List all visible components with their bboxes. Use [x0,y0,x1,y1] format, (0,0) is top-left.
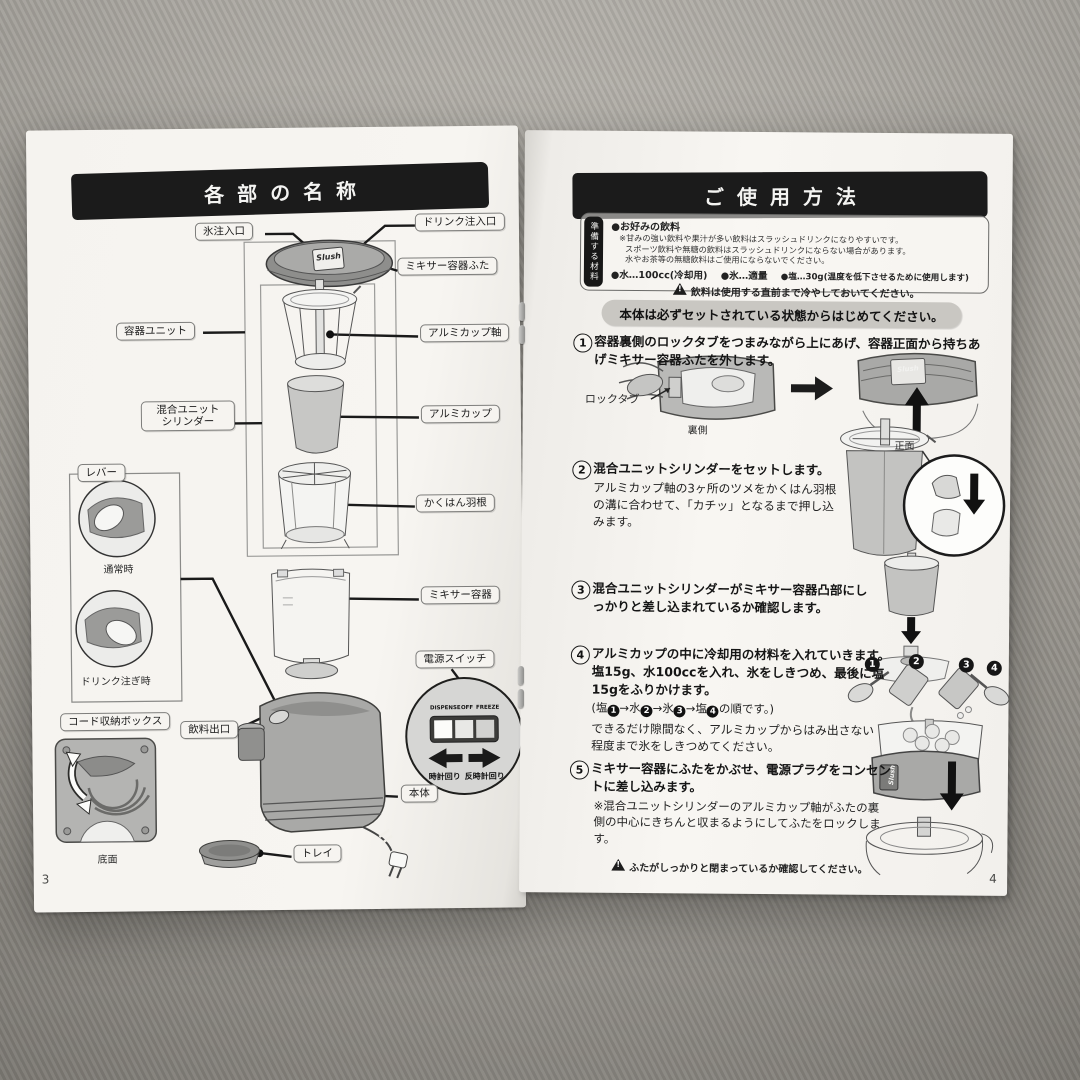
figure-mark-2: 2 [908,654,924,670]
materials-note3: 水やお茶等の無糖飲料はご使用にならないでください。 [624,253,830,266]
staple-bottom-leg2 [518,689,524,708]
label-power-switch: 電源スイッチ [415,649,495,669]
step5-warning: ! ふたがしっかりと閉まっているか確認してください。 [611,859,891,876]
warning-triangle-icon: ! [611,859,625,871]
materials-items: ●水…100cc(冷却用) ●氷…適量 ●塩…30g(温度を低下させるために使用… [611,266,982,283]
label-tray: トレイ [293,844,342,863]
label-alumi-cup-shaft: アルミカップ軸 [419,323,510,343]
left-page-number: 3 [41,872,50,887]
step1-lid-logo: Slush [896,364,919,374]
label-alumi-cup: アルミカップ [420,404,500,424]
step5-warning-text: ふたがしっかりと閉まっているか確認してください。 [629,862,868,876]
order-mark-4: 4 [706,705,719,718]
materials-sidebar: 準備する材料 [583,216,604,287]
switch-ccw-label: 反時計回り [464,771,505,782]
plug-art [362,826,408,879]
label-stirring-blade: かくはん羽根 [415,493,495,513]
caption-normal: 通常時 [103,564,134,576]
blade-art [278,462,352,550]
figure-mark-3: 3 [958,657,974,673]
label-mixing-unit-line2: シリンダー [161,415,215,429]
label-mixer-lid: ミキサー容器ふた [397,256,498,276]
step1-number: 1 [573,333,593,353]
materials-box: 準備する材料 ●お好みの飲料 ※甘みの強い飲料や果汁が多い飲料はスラッシュドリン… [579,212,990,300]
step2-number: 2 [572,460,592,480]
body-art [237,692,386,833]
materials-body: ●お好みの飲料 ※甘みの強い飲料や果汁が多い飲料はスラッシュドリンクになりやすい… [611,218,983,300]
step1-locktab-label: ロックタブ [584,392,640,407]
step4-note: できるだけ隙間なく、アルミカップからはみ出さない程度まで氷をしきつめてください。 [591,721,875,754]
shaft-art [282,278,362,371]
step2-title: 混合ユニットシリンダーをセットします。 [593,460,830,478]
step1-back-caption: 裏側 [687,425,708,437]
label-mixing-unit-cylinder: 混合ユニット シリンダー [140,400,236,432]
step1-front-caption: 正面 [894,441,915,453]
caption-bottom-face: 底面 [97,854,118,866]
right-page-number: 4 [989,871,997,886]
label-container-unit: 容器ユニット [115,321,196,341]
label-cord-box: コード収納ボックス [60,712,171,732]
open-booklet: 各部の名称 氷注入口 ドリンク注入口 ミキサー容器ふた 容器ユニット アルミカッ… [25,125,1013,916]
label-drink-inlet: ドリンク注入口 [414,212,505,232]
label-main-body: 本体 [400,784,438,803]
page-parts-names: 各部の名称 氷注入口 ドリンク注入口 ミキサー容器ふた 容器ユニット アルミカッ… [25,125,527,913]
step3-art [872,552,950,683]
label-mixing-unit-line1: 混合ユニット [156,403,220,417]
switch-cw-label: 時計回り [428,772,461,782]
staple-bottom-leg1 [518,666,524,685]
switch-dispense-label: DISPENSE [429,705,461,712]
step2-body: アルミカップ軸の3ヶ所のツメをかくはん羽根の溝に合わせて、「カチッ」となるまで押… [592,480,837,529]
staple-top-leg1 [519,302,525,321]
step1-art [618,352,979,440]
figure-mark-1: 1 [864,656,880,672]
switch-detail-art [405,677,524,796]
step3-number: 3 [571,580,591,600]
step5-title: ミキサー容器にふたをかぶせ、電源プラグをコンセントに差し込みます。 [590,760,892,795]
step5-number: 5 [569,760,590,780]
label-ice-inlet: 氷注入口 [194,222,254,241]
materials-item-water: ●水…100cc(冷却用) [610,269,708,282]
label-lever: レバー [77,463,126,483]
step4-title: アルミカップの中に冷却用の材料を入れていきます。塩15g、水100ccを入れ、氷… [591,645,891,698]
usage-illustrations [618,352,1010,876]
lid-art [265,239,394,288]
step1-text: 容器裏側のロックタブをつまみながら上にあげ、容器正面から持ちあげミキサー容器ふた… [594,333,981,368]
materials-warning: ! 飲料は使用する直前まで冷やしておいてください。 [611,282,982,300]
staple-top-leg2 [519,325,525,344]
order-mark-3: 3 [673,705,686,718]
materials-item-ice: ●氷…適量 [720,270,768,282]
step3-text: 混合ユニットシリンダーがミキサー容器凸部にしっかりと差し込まれているか確認します… [592,580,868,616]
exploded-diagram [54,224,524,879]
step4-number: 4 [570,645,590,665]
figure-mark-4: 4 [986,660,1002,676]
warning-triangle-icon: ! [673,283,687,295]
tray-art [198,840,260,869]
container-art [271,568,351,680]
order-mark-2: 2 [640,705,653,718]
materials-warning-text: 飲料は使用する直前まで冷やしておいてください。 [690,286,920,300]
switch-off-label: OFF [460,704,474,712]
order-mark-1: 1 [607,704,620,717]
step5-art [865,750,994,876]
materials-item-salt: ●塩…30g(温度を低下させるために使用します) [780,271,969,284]
caption-pouring: ドリンク注ぎ時 [80,676,151,689]
step5-note: ※混合ユニットシリンダーのアルミカップ軸がふたの裏側の中心にきちんと収まるように… [593,798,881,846]
bottom-face-art [54,737,158,843]
cup-art [287,375,345,454]
switch-freeze-label: FREEZE [475,704,500,711]
right-page-title: ご使用方法 [572,171,988,220]
start-state-notice: 本体は必ずセットされている状態からはじめてください。 [601,299,962,329]
lever-detail-art [75,479,156,668]
step2-art [840,418,1006,557]
page-usage-instructions: ご使用方法 準備する材料 ●お好みの飲料 ※甘みの強い飲料や果汁が多い飲料はスラ… [519,130,1013,896]
label-drink-outlet: 飲料出口 [180,720,239,740]
label-mixer-container: ミキサー容器 [420,585,500,605]
